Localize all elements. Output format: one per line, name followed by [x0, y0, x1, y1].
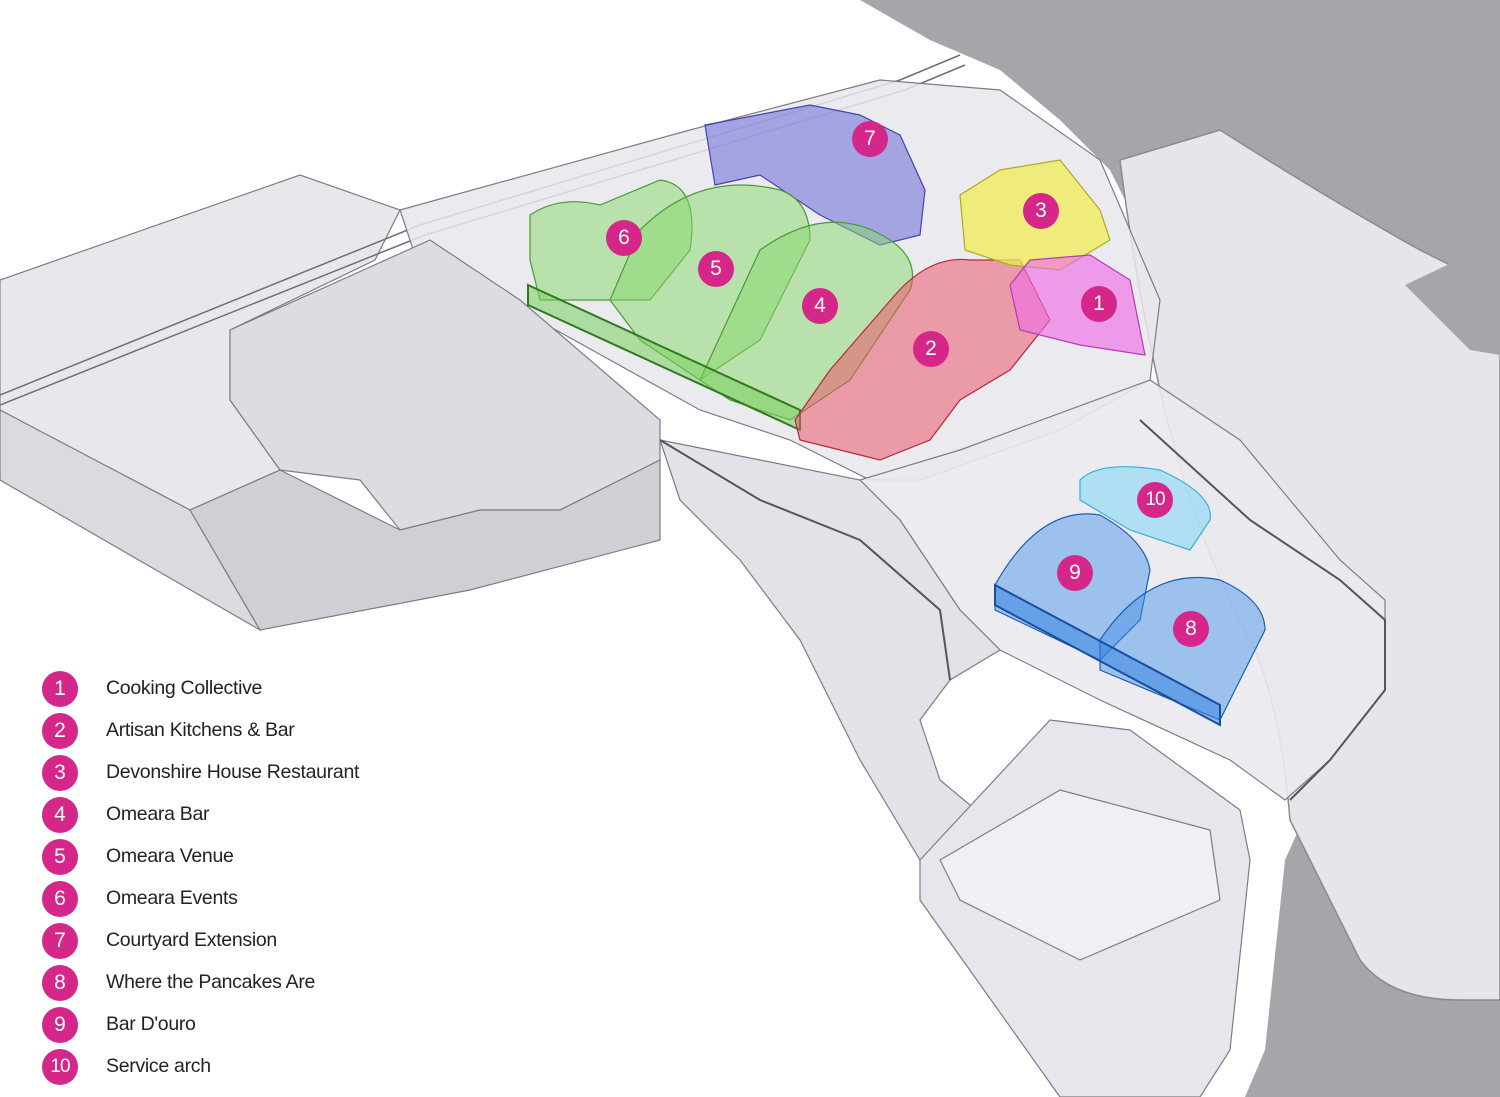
legend-label-4: Omeara Bar — [106, 803, 210, 825]
legend-item-2: 2 Artisan Kitchens & Bar — [42, 713, 462, 749]
lower-block-face — [189, 459, 661, 631]
zone-blue-arcade — [994, 583, 1221, 727]
legend-label-10: Service arch — [106, 1055, 211, 1077]
legend-badge-8: 8 — [42, 965, 78, 1001]
legend-badge-5: 5 — [42, 839, 78, 875]
legend-item-7: 7 Courtyard Extension — [42, 923, 462, 959]
legend-label-6: Omeara Events — [106, 887, 238, 909]
zone-marker-6: 6 — [606, 220, 642, 256]
legend-badge-6: 6 — [42, 881, 78, 917]
legend-badge-10: 10 — [42, 1049, 78, 1085]
legend-item-10: 10 Service arch — [42, 1049, 462, 1085]
zone-marker-3: 3 — [1023, 193, 1059, 229]
legend-item-6: 6 Omeara Events — [42, 881, 462, 917]
legend-label-1: Cooking Collective — [106, 677, 263, 699]
zone-marker-8: 8 — [1173, 611, 1209, 647]
front-railing — [659, 439, 951, 681]
zone-marker-4: 4 — [802, 288, 838, 324]
legend-label-9: Bar D'ouro — [106, 1013, 196, 1035]
front-terrace — [659, 439, 1002, 861]
legend-label-7: Courtyard Extension — [106, 929, 277, 951]
legend-item-3: 3 Devonshire House Restaurant — [42, 755, 462, 791]
legend-label-5: Omeara Venue — [106, 845, 234, 867]
legend-label-2: Artisan Kitchens & Bar — [106, 719, 295, 741]
legend-badge-4: 4 — [42, 797, 78, 833]
zone-marker-2: 2 — [913, 331, 949, 367]
legend-label-8: Where the Pancakes Are — [106, 971, 316, 993]
legend-item-8: 8 Where the Pancakes Are — [42, 965, 462, 1001]
legend-badge-7: 7 — [42, 923, 78, 959]
zone-marker-9: 9 — [1057, 555, 1093, 591]
zone-marker-7: 7 — [852, 121, 888, 157]
legend-item-5: 5 Omeara Venue — [42, 839, 462, 875]
legend-label-3: Devonshire House Restaurant — [106, 761, 360, 783]
legend-badge-9: 9 — [42, 1007, 78, 1043]
road-island-notch — [1405, 240, 1500, 355]
zone-8-shape — [1099, 576, 1266, 721]
zone-marker-1: 1 — [1081, 286, 1117, 322]
legend-item-9: 9 Bar D'ouro — [42, 1007, 462, 1043]
legend-item-1: 1 Cooking Collective — [42, 671, 462, 707]
legend-item-4: 4 Omeara Bar — [42, 797, 462, 833]
zone-1-shape — [1009, 254, 1146, 356]
zone-marker-10: 10 — [1137, 482, 1173, 518]
bottom-building-roof — [939, 789, 1221, 961]
right-railing — [1139, 419, 1386, 801]
legend-badge-3: 3 — [42, 755, 78, 791]
legend-badge-1: 1 — [42, 671, 78, 707]
legend-badge-2: 2 — [42, 713, 78, 749]
zone-marker-5: 5 — [698, 251, 734, 287]
